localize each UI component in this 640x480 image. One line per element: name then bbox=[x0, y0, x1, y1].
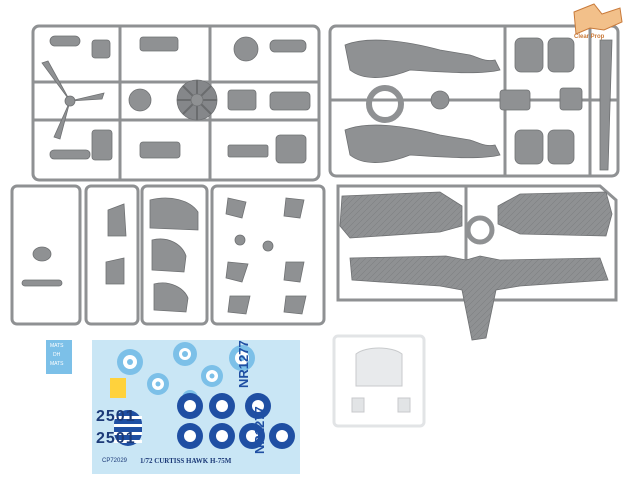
cowling-ring bbox=[366, 85, 404, 123]
panel-part bbox=[149, 197, 199, 231]
small-card-line-2: DH bbox=[53, 352, 61, 358]
brand-logo-text: Clear Prop bbox=[574, 34, 605, 40]
radial-engine-part bbox=[176, 79, 218, 121]
decal-number-1: 2501 bbox=[96, 408, 136, 425]
sprue-a-parts bbox=[41, 35, 311, 164]
canopy-rail-part bbox=[599, 39, 613, 171]
part bbox=[499, 89, 531, 111]
decal-registration-1: NR1277 bbox=[236, 340, 251, 388]
gear-door-part bbox=[107, 203, 127, 237]
part bbox=[227, 295, 251, 315]
part bbox=[139, 141, 181, 159]
part bbox=[91, 129, 113, 161]
fuselage-half-bottom bbox=[344, 124, 501, 163]
gear-door-part bbox=[105, 257, 125, 285]
part bbox=[269, 39, 307, 53]
rudder-stripes bbox=[110, 378, 142, 446]
part bbox=[283, 295, 307, 315]
part bbox=[547, 37, 575, 73]
part bbox=[234, 234, 246, 246]
part bbox=[283, 261, 305, 283]
part bbox=[21, 279, 63, 287]
propeller-part bbox=[41, 60, 105, 140]
part bbox=[262, 240, 274, 252]
fuselage-half-top bbox=[344, 39, 501, 78]
part bbox=[514, 37, 544, 73]
decal-title: 1/72 CURTISS HAWK H-75M bbox=[140, 457, 232, 465]
part bbox=[227, 89, 257, 111]
decal-sheet bbox=[46, 340, 300, 474]
part bbox=[227, 144, 269, 158]
part bbox=[465, 215, 495, 245]
part bbox=[269, 91, 311, 111]
small-card-line-3: MATS bbox=[50, 361, 64, 367]
panel-part bbox=[151, 238, 187, 273]
wheel-part bbox=[128, 88, 152, 112]
sprue-c-parts bbox=[21, 197, 307, 315]
part bbox=[225, 261, 249, 283]
sprue-frame-a bbox=[31, 24, 321, 182]
small-decal-card bbox=[46, 340, 72, 374]
part bbox=[283, 197, 305, 219]
part bbox=[49, 149, 91, 160]
part bbox=[275, 134, 307, 164]
decal-registration-2: NR1277 bbox=[252, 406, 267, 454]
sprue-frame-c bbox=[10, 184, 326, 326]
seat-part bbox=[32, 246, 52, 262]
wheel-part bbox=[233, 36, 259, 62]
part bbox=[430, 90, 450, 110]
part bbox=[514, 129, 544, 165]
part bbox=[49, 35, 81, 47]
sprue-b-parts bbox=[344, 37, 613, 171]
wing-upper-right bbox=[497, 191, 613, 237]
decal-number-2: 2501 bbox=[96, 430, 136, 447]
part bbox=[225, 197, 247, 219]
brand-logo bbox=[573, 3, 623, 35]
part bbox=[559, 87, 583, 111]
panel-part bbox=[153, 282, 189, 313]
decal-code: CP72029 bbox=[102, 458, 128, 464]
clear-sprue bbox=[332, 334, 426, 428]
roundel-blue bbox=[177, 393, 295, 449]
wing-parts bbox=[339, 191, 613, 341]
wing-upper-left bbox=[339, 191, 463, 239]
part bbox=[91, 39, 111, 59]
wing-lower bbox=[349, 255, 609, 341]
part bbox=[139, 36, 179, 52]
small-card-line-1: MATS bbox=[50, 343, 64, 349]
part bbox=[547, 129, 575, 165]
